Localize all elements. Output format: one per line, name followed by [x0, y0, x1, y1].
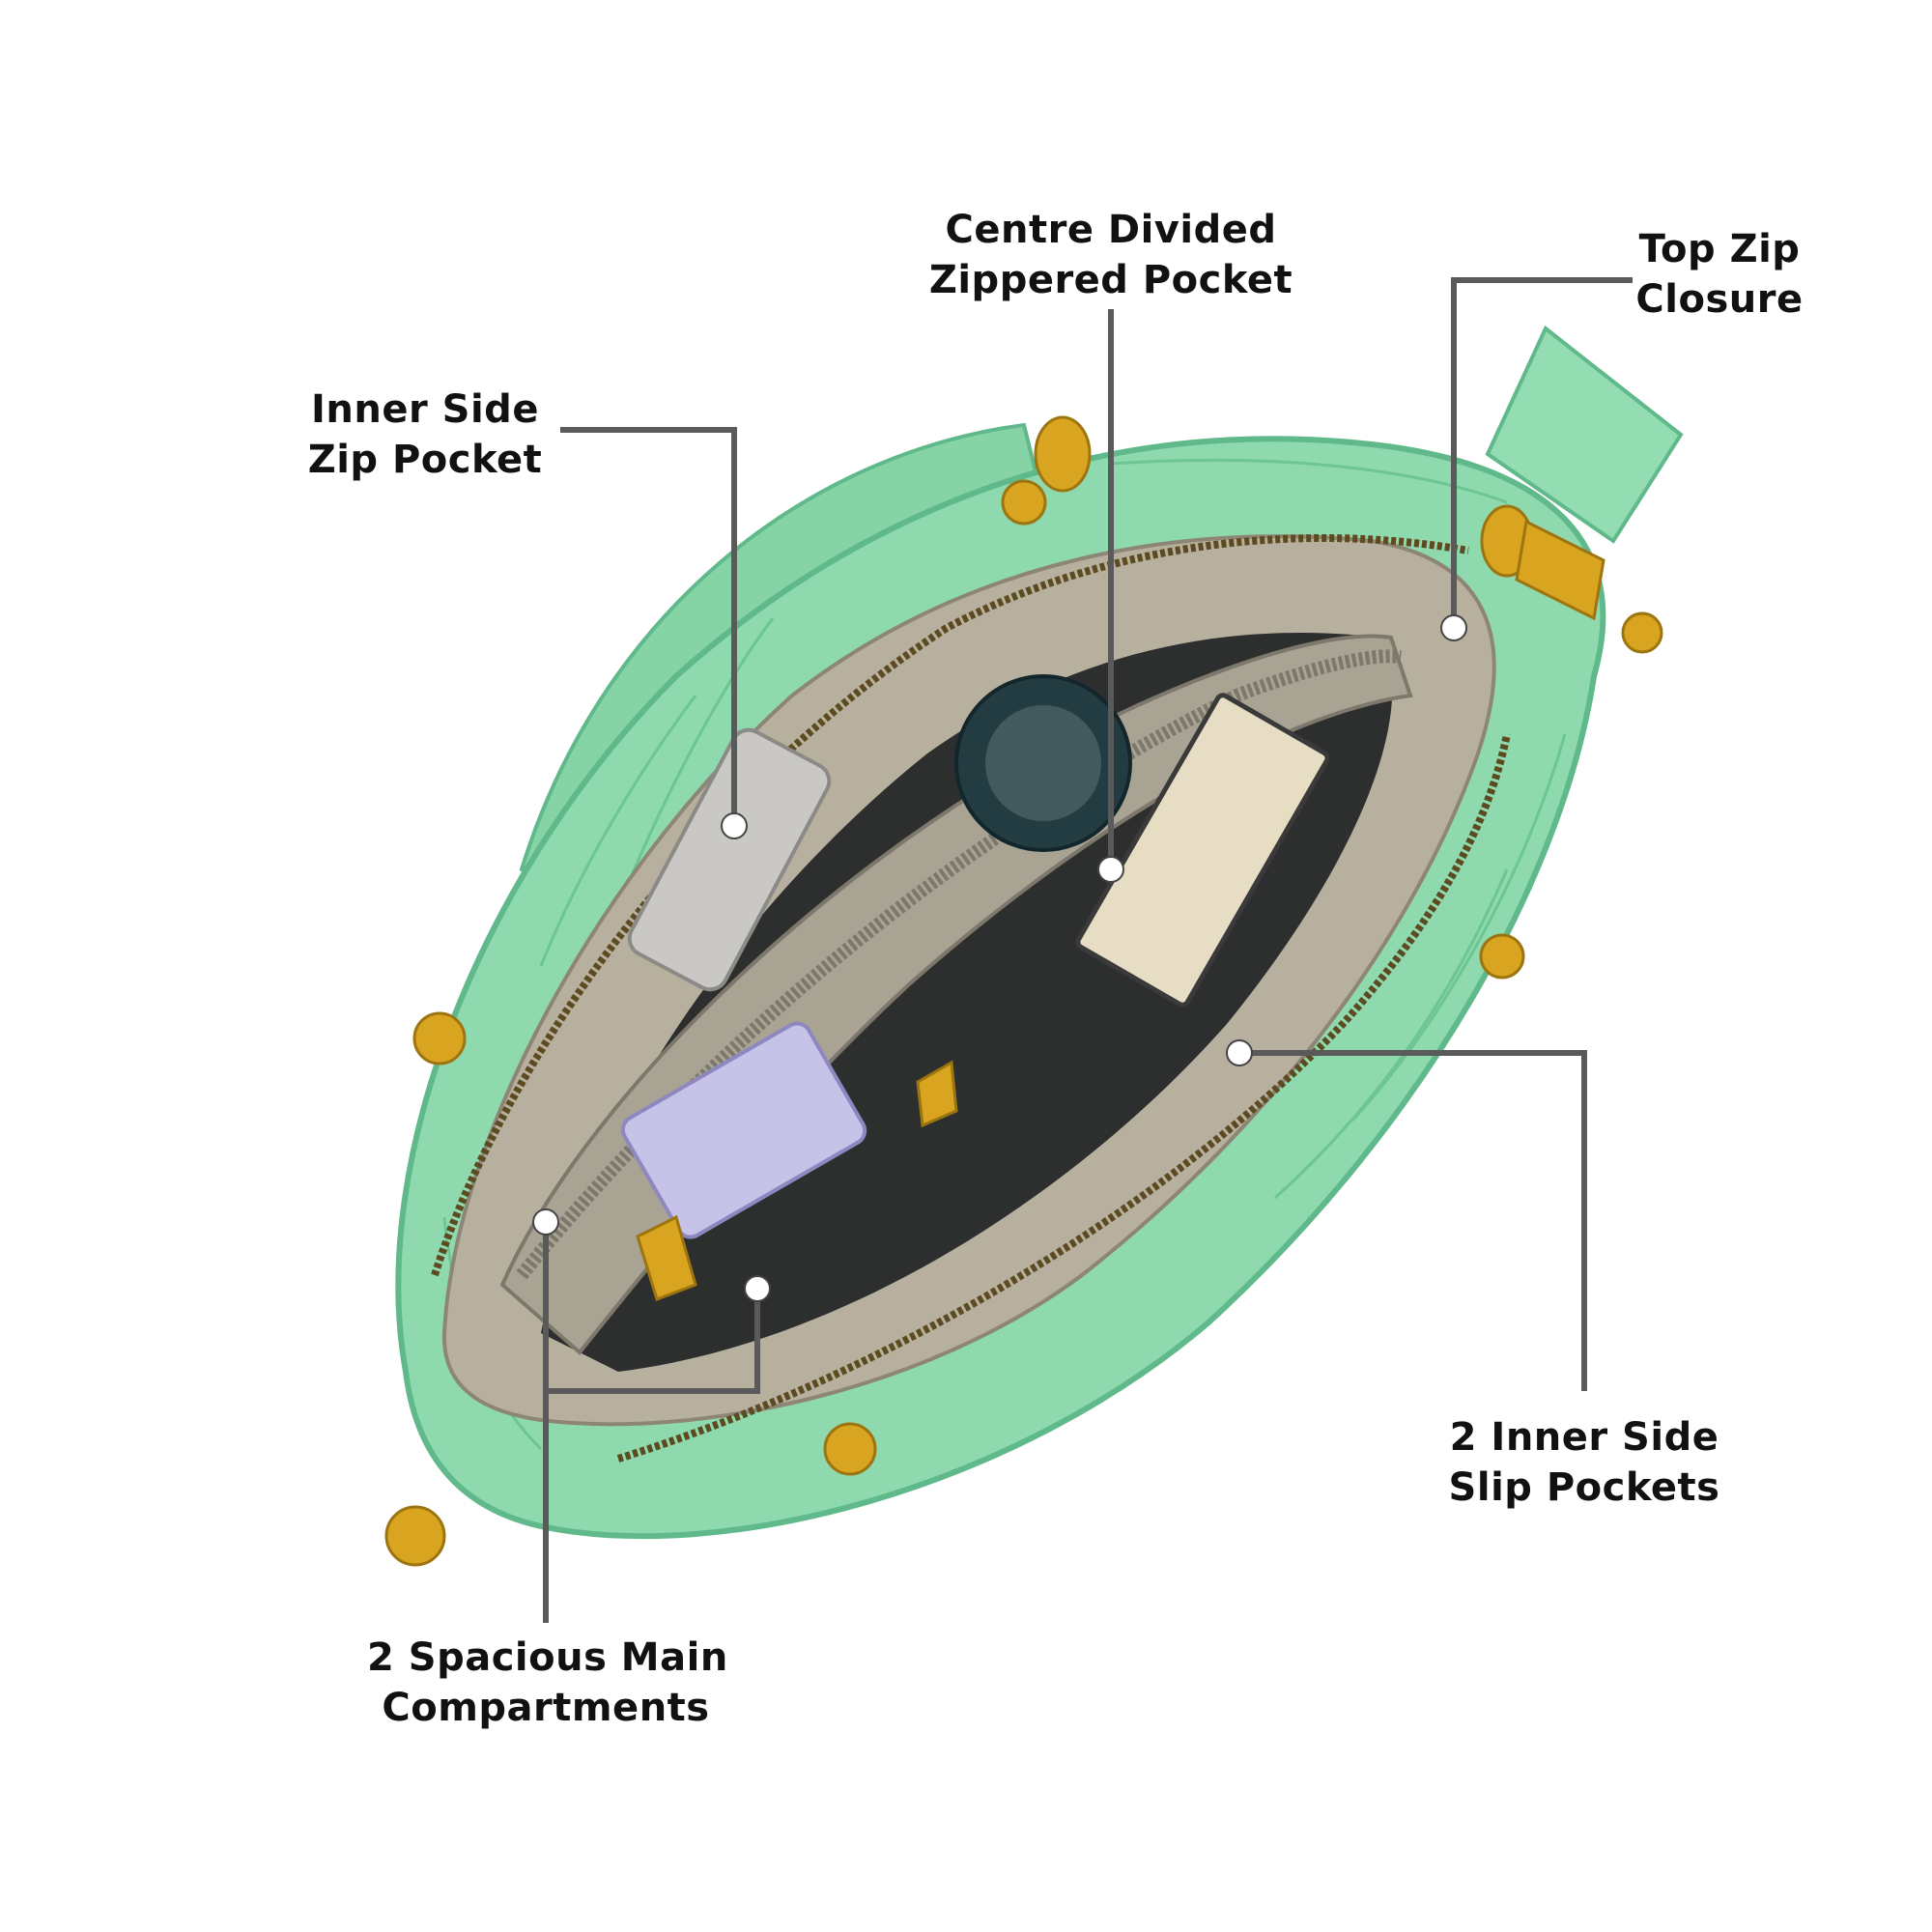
- callout-top-zip-line2: Closure: [1635, 277, 1804, 322]
- phone: [627, 727, 832, 992]
- bottom-zipper: [616, 733, 1511, 1463]
- card-holder: [620, 1021, 867, 1239]
- notebook: [1075, 693, 1330, 1008]
- callout-slip-pockets-line1: 2 Inner Side: [1449, 1415, 1719, 1460]
- callout-inner-side-zip-line1: Inner Side: [311, 387, 539, 432]
- callout-top-zip-line1: Top Zip: [1638, 227, 1801, 271]
- callout-main-compartments-line2: Compartments: [382, 1686, 710, 1730]
- callout-slip-pockets: 2 Inner Side Slip Pockets: [1439, 1412, 1729, 1513]
- callout-slip-pockets-line2: Slip Pockets: [1448, 1465, 1720, 1510]
- callout-top-zip: Top Zip Closure: [1604, 224, 1835, 325]
- callout-inner-side-zip-line2: Zip Pocket: [307, 438, 543, 482]
- zip-pull-tab: [1485, 325, 1684, 544]
- callout-inner-side-zip: Inner Side Zip Pocket: [299, 384, 551, 485]
- callout-centre-pocket-line2: Zippered Pocket: [928, 258, 1293, 302]
- callout-dots: [532, 614, 1467, 1302]
- callout-main-compartments: 2 Spacious Main Compartments: [367, 1633, 728, 1733]
- leader-lines: [543, 277, 1633, 1623]
- callout-centre-pocket: Centre Divided Zippered Pocket: [908, 205, 1314, 305]
- callout-main-compartments-line1: 2 Spacious Main: [367, 1635, 728, 1680]
- gold-hardware: [384, 415, 1663, 1567]
- callout-centre-pocket-line1: Centre Divided: [945, 208, 1277, 252]
